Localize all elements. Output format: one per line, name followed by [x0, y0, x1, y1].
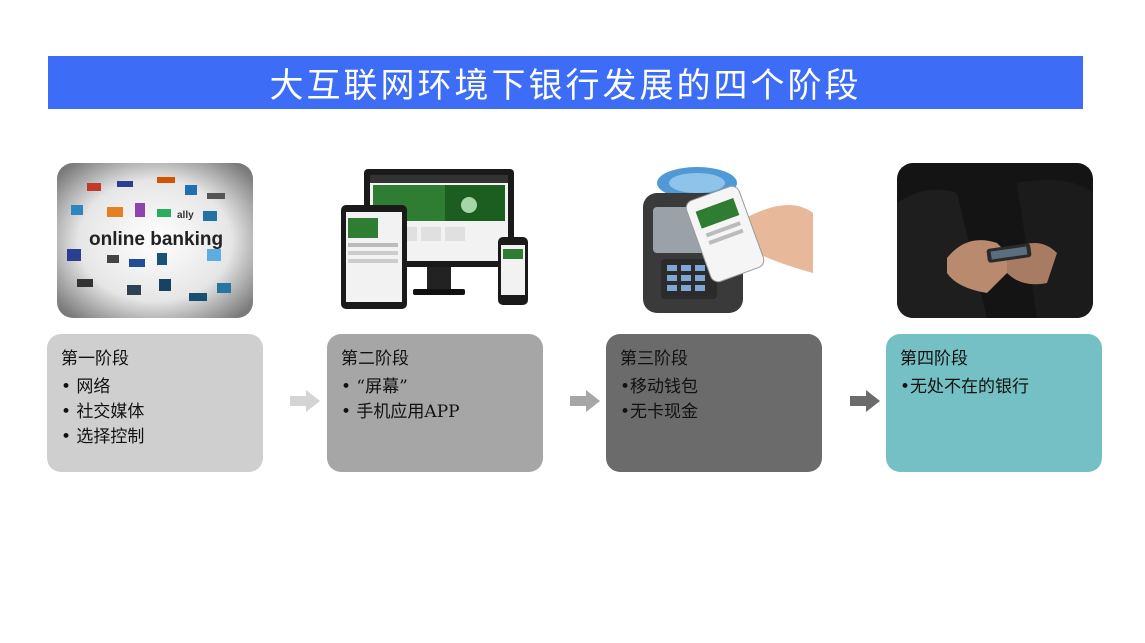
devices-image	[337, 163, 533, 318]
stage-1-item: • 社交媒体	[61, 402, 145, 422]
arrow-right-icon	[290, 390, 320, 412]
svg-text:ally: ally	[177, 210, 194, 221]
stage-1-item: • 网络	[61, 377, 111, 397]
page-title: 大互联网环境下银行发展的四个阶段	[48, 56, 1083, 109]
stage-4-heading: 第四阶段	[900, 349, 968, 369]
stage-2-heading: 第二阶段	[341, 349, 409, 369]
stage-4-item: •无处不在的银行	[900, 377, 1030, 397]
mobile-payment-image	[637, 163, 833, 318]
arrow-right-icon	[850, 390, 880, 412]
online-banking-image: ally online banking	[57, 163, 253, 318]
stage-2-item: • 手机应用APP	[341, 402, 460, 422]
arrow-right-icon	[570, 390, 600, 412]
online-banking-text: online banking	[89, 229, 223, 250]
stage-2-item: • “屏幕”	[341, 377, 408, 397]
stage-3-item: •移动钱包	[620, 377, 699, 397]
stage-1-box: 第一阶段 • 网络 • 社交媒体 • 选择控制	[47, 334, 263, 472]
stage-3-item: •无卡现金	[620, 402, 699, 422]
stage-3-box: 第三阶段 •移动钱包 •无卡现金	[606, 334, 822, 472]
phone-in-hands-image	[897, 163, 1093, 318]
stage-4-box: 第四阶段 •无处不在的银行	[886, 334, 1102, 472]
stage-2-box: 第二阶段 • “屏幕” • 手机应用APP	[327, 334, 543, 472]
stage-3-heading: 第三阶段	[620, 349, 688, 369]
stage-1-item: • 选择控制	[61, 427, 145, 447]
stage-1-heading: 第一阶段	[61, 349, 129, 369]
